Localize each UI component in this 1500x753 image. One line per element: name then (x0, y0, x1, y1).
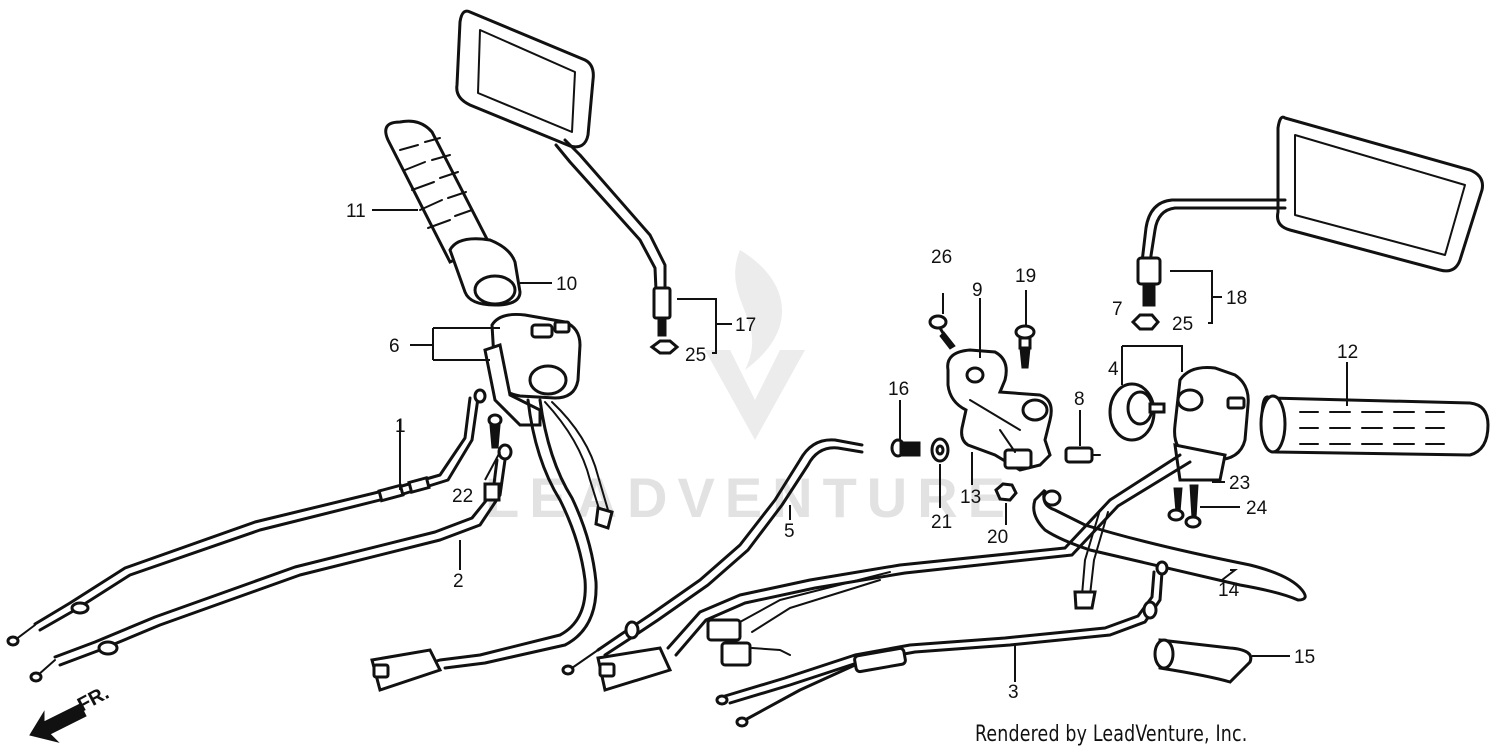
callout-12: 12 (1337, 342, 1358, 363)
front-arrow-icon (29, 703, 87, 743)
callout-25-left: 25 (685, 345, 706, 366)
callout-4: 4 (1108, 359, 1119, 380)
callout-6: 6 (389, 336, 400, 357)
cable-5 (561, 438, 864, 676)
callout-15: 15 (1294, 647, 1315, 668)
callout-17: 17 (735, 315, 756, 336)
callout-23: 23 (1229, 473, 1250, 494)
nut-20 (994, 482, 1018, 502)
callout-19: 19 (1015, 266, 1036, 287)
callout-24: 24 (1246, 498, 1268, 519)
throttle-pulley (1108, 382, 1166, 442)
callout-3: 3 (1008, 682, 1019, 703)
nut-25-left (649, 339, 680, 355)
callout-2: 2 (453, 571, 464, 592)
left-switch-harness (370, 398, 614, 692)
callout-21: 21 (931, 512, 952, 533)
credit-text: Rendered by LeadVenture, Inc. (975, 722, 1248, 747)
cable-3 (715, 560, 1169, 728)
washer-21 (930, 437, 950, 463)
left-switch-housing (483, 313, 582, 427)
callout-10: 10 (556, 274, 577, 295)
bolt-19 (1014, 324, 1036, 369)
right-switch-harness (596, 453, 1192, 692)
pivot-bolt-16 (890, 438, 921, 458)
callout-1: 1 (395, 416, 406, 437)
throttle-cable-1 (6, 388, 487, 647)
leader-lines (372, 209, 1348, 682)
callout-18: 18 (1226, 288, 1247, 309)
right-mirror (1136, 115, 1484, 307)
throttle-cable-2 (29, 443, 513, 683)
callout-labels: 1 2 3 4 5 6 7 8 9 10 11 12 13 14 15 16 1… (346, 201, 1358, 703)
callout-7: 7 (1112, 299, 1123, 320)
callout-5: 5 (784, 521, 795, 542)
callout-14: 14 (1218, 580, 1240, 601)
callout-22: 22 (452, 486, 473, 507)
screw-24 (1167, 484, 1202, 529)
callout-11: 11 (346, 201, 366, 222)
left-mirror (455, 9, 672, 337)
nut-25-right (1130, 313, 1160, 331)
front-direction-marker: FR. (29, 682, 113, 743)
callout-13: 13 (960, 487, 981, 508)
callout-16: 16 (888, 379, 909, 400)
callout-20: 20 (987, 527, 1008, 548)
left-grip (384, 119, 522, 307)
switch-8 (1064, 446, 1101, 464)
knob-15 (1153, 638, 1253, 684)
callout-25-right: 25 (1172, 314, 1193, 335)
cable-adjuster-22 (487, 413, 503, 449)
right-switch-housing (1173, 366, 1250, 482)
right-grip (1259, 394, 1490, 457)
callout-8: 8 (1074, 389, 1085, 410)
callout-26: 26 (931, 247, 952, 268)
lever-holder (946, 348, 1053, 472)
bolt-26 (928, 314, 956, 350)
callout-9: 9 (972, 280, 983, 301)
